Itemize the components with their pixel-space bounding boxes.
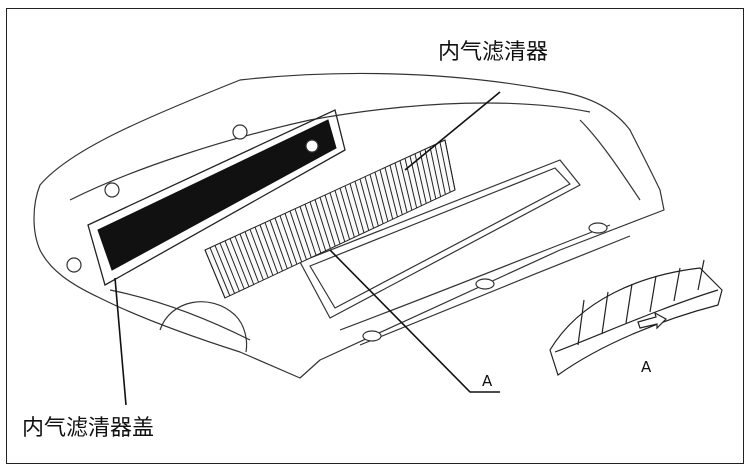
filter-pleat <box>314 199 331 249</box>
filter-pleat <box>294 208 312 258</box>
filter-pleat <box>239 233 260 283</box>
filter-pleat <box>219 242 240 292</box>
housing-cutout <box>159 301 248 353</box>
filter-pleat <box>364 176 379 227</box>
filter-pleat <box>359 178 375 229</box>
detail-a-leader <box>329 249 500 393</box>
filter-pleat <box>334 190 351 240</box>
filter-pleat <box>399 160 413 211</box>
filter-pleat <box>299 206 317 256</box>
filter-pleat <box>284 213 303 263</box>
detail-pleat <box>697 259 705 291</box>
filter-pleat <box>374 171 389 222</box>
detail-ref-label: A <box>482 372 493 390</box>
filter-pleat <box>209 247 231 296</box>
filter-pleat <box>309 201 327 251</box>
filter-pleat <box>204 249 226 299</box>
filter-pleat <box>234 236 255 285</box>
housing-inner-contour <box>69 102 591 201</box>
filter-pleat <box>424 149 437 200</box>
filter-cover <box>87 109 346 286</box>
filter-pleat <box>214 245 236 294</box>
detail-pleat <box>649 275 657 313</box>
filter-slot-inner <box>309 167 571 309</box>
housing-rim <box>579 119 641 201</box>
filter-pleat <box>404 158 418 209</box>
detail-pleat <box>577 299 585 346</box>
detail-pleat <box>625 283 633 324</box>
housing-rib <box>339 224 611 331</box>
filter-pleat <box>329 192 346 242</box>
filter-leader <box>404 91 501 171</box>
housing-rib-2 <box>359 235 631 346</box>
filter-pleat <box>429 146 442 197</box>
filter-pleat <box>444 139 456 191</box>
filter-pleat <box>244 231 264 281</box>
housing-lower-edge <box>109 289 251 341</box>
filter-pleat <box>279 215 298 265</box>
filter-pleat <box>324 194 341 245</box>
filter-pleat <box>264 222 283 272</box>
filter-pleat <box>224 240 245 290</box>
filter-pleat <box>354 181 370 231</box>
detail-pleat <box>673 267 681 302</box>
filter-pleat <box>304 204 322 254</box>
direction-arrow-icon <box>637 311 667 330</box>
housing-outline <box>33 72 665 379</box>
filter-pleat <box>434 144 446 195</box>
filter-pleat <box>249 229 269 278</box>
filter-cover-callout: 内气滤清器盖 <box>22 416 155 441</box>
filter-pleat <box>339 187 355 238</box>
detail-a-inset <box>549 259 723 376</box>
filter-pleat <box>344 185 360 236</box>
filter-pleat <box>379 169 394 220</box>
filter-callout: 内气滤清器 <box>438 40 549 65</box>
filter-pleat <box>439 142 451 193</box>
filter-slot <box>299 159 581 319</box>
filter-pleat <box>369 174 384 224</box>
filter-pleat <box>414 153 427 204</box>
detail-label: A <box>641 358 652 376</box>
filter-pleat <box>389 165 403 215</box>
filter-pleat <box>229 238 250 287</box>
filter-pleat <box>319 197 336 247</box>
filter-element <box>204 139 456 299</box>
filter-pleat <box>384 167 398 218</box>
cover-leader <box>114 277 127 406</box>
filter-pleat <box>254 226 274 276</box>
filter-pleat <box>269 220 288 269</box>
filter-pleat <box>274 217 293 267</box>
filter-pleat <box>289 210 307 260</box>
filter-pleat <box>259 224 279 274</box>
filter-pleat <box>419 151 432 202</box>
filter-pleat <box>349 183 365 233</box>
detail-pleat <box>601 291 609 335</box>
filter-pleat <box>394 162 408 213</box>
mounting-bosses <box>66 124 608 342</box>
figure-frame <box>6 8 744 464</box>
